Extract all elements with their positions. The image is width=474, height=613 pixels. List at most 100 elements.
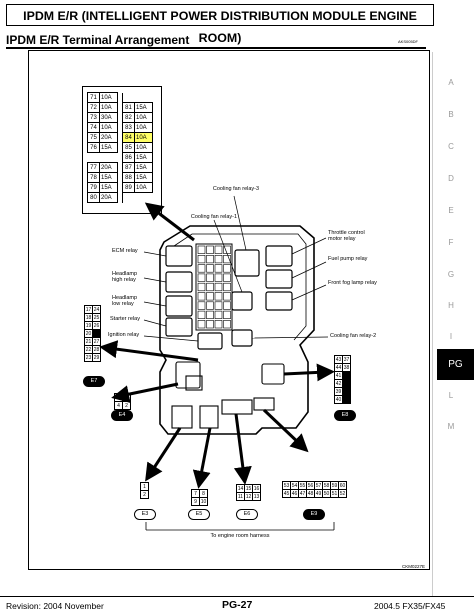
connector-row: 39 (334, 387, 351, 396)
label-throttle-control-motor-relay: Throttle control motor relay (328, 230, 365, 242)
connector-e9-badge: E9 (303, 509, 325, 520)
label-front-fog-lamp-relay: Front fog lamp relay (328, 280, 377, 286)
cooling-fan-relay-2 (231, 329, 253, 347)
connector-pin: 49 (314, 489, 323, 498)
connector-pin: 56 (306, 481, 315, 490)
label-starter-relay: Starter relay (110, 316, 140, 322)
label-ecm-relay: ECM relay (112, 248, 138, 254)
connector-pin: 2 (122, 401, 131, 410)
label-cooling-fan-relay-3: Cooling fan relay-3 (212, 186, 260, 192)
fuse-slot (197, 245, 206, 254)
connector-pin: 42 (334, 379, 343, 388)
label-cooling-fan-relay-1: Cooling fan relay-1 (190, 214, 238, 220)
connector-pin: 39 (334, 387, 343, 396)
connector-pin: 19 (84, 321, 93, 330)
connector-row: 41 (334, 371, 351, 380)
connector-pin: 51 (330, 489, 339, 498)
label-ignition-relay: Ignition relay (108, 332, 140, 338)
side-index-c[interactable]: C (448, 142, 454, 151)
fuse-block-panel (82, 86, 162, 214)
connector-pin: 58 (322, 481, 331, 490)
fuse-slot (223, 320, 231, 329)
connector-row: 1 (140, 482, 149, 491)
connector-pin: 4 (114, 401, 123, 410)
fuse-slot (223, 273, 231, 282)
connector-pin (342, 379, 351, 388)
side-index-e[interactable]: E (448, 206, 454, 215)
connector-pin: 1 (122, 393, 131, 402)
footer-model: 2004.5 FX35/FX45 (374, 601, 446, 611)
connector-e4-badge: E4 (111, 410, 133, 421)
side-index-pg[interactable]: PG (437, 349, 474, 380)
headlamp-low-relay (165, 295, 193, 317)
section-title-text: IPDM E/R Terminal Arrangement (6, 33, 190, 47)
side-index-g[interactable]: G (447, 270, 455, 279)
side-index-h[interactable]: H (448, 301, 454, 310)
socket-e7 (175, 361, 201, 389)
ecm-relay (165, 245, 193, 267)
connector-pin: 40 (334, 395, 343, 404)
fuse-slot (223, 310, 231, 320)
fuse-slot (214, 292, 223, 301)
label-cooling-fan-relay-2: Cooling fan relay-2 (330, 333, 377, 339)
connector-pin (342, 387, 351, 396)
ipdm-housing (159, 225, 315, 435)
side-index-i[interactable]: I (449, 332, 453, 341)
connector-e5-badge: E5 (188, 509, 210, 520)
connector-pin: 25 (92, 313, 101, 322)
connector-pin: 28 (92, 345, 101, 354)
side-index-d[interactable]: D (448, 174, 454, 183)
connector-pin: 2 (140, 490, 149, 499)
connector-pin: 18 (84, 313, 93, 322)
connector-row: 40 (334, 395, 351, 404)
fuse-slot (206, 292, 214, 301)
connector-pin (342, 395, 351, 404)
connector-row: 2 (140, 490, 149, 499)
fuse-slot (223, 282, 231, 292)
connector-pin: 59 (330, 481, 339, 490)
connector-pin: 43 (334, 355, 343, 364)
connector-pin: 29 (92, 353, 101, 362)
side-index-f[interactable]: F (448, 238, 454, 247)
connector-pin: 12 (244, 492, 253, 501)
connector-pin: 38 (342, 363, 351, 372)
fuse-amperage: 15A (99, 142, 118, 153)
connector-row: 20 (84, 329, 101, 338)
connector-pin: 3 (114, 393, 123, 402)
fuse-slot (214, 282, 223, 292)
fuse-slot (206, 282, 214, 292)
side-index-m[interactable]: M (447, 422, 455, 431)
cooling-fan-relay-3 (234, 249, 260, 277)
connector-pin: 7 (191, 489, 200, 498)
connector-pin: 41 (334, 371, 343, 380)
connector-pin: 24 (92, 305, 101, 314)
fuse-slot (197, 301, 206, 310)
side-index-a[interactable]: A (448, 78, 454, 87)
connector-pin: 60 (338, 481, 347, 490)
fuse-grid (195, 243, 233, 331)
socket-e3 (171, 405, 193, 429)
connector-pin: 8 (199, 489, 208, 498)
figure-ref-bottom: CKM0227E (402, 564, 426, 569)
throttle-control-motor-relay (265, 245, 293, 267)
connector-e3-badge: E3 (134, 509, 156, 520)
side-index-l[interactable]: L (448, 391, 454, 400)
side-index-rule (432, 52, 433, 597)
fuse-number (122, 92, 135, 103)
connector-pin: 14 (236, 484, 245, 493)
connector-pin: 37 (342, 355, 351, 364)
side-index-b[interactable]: B (448, 110, 454, 119)
